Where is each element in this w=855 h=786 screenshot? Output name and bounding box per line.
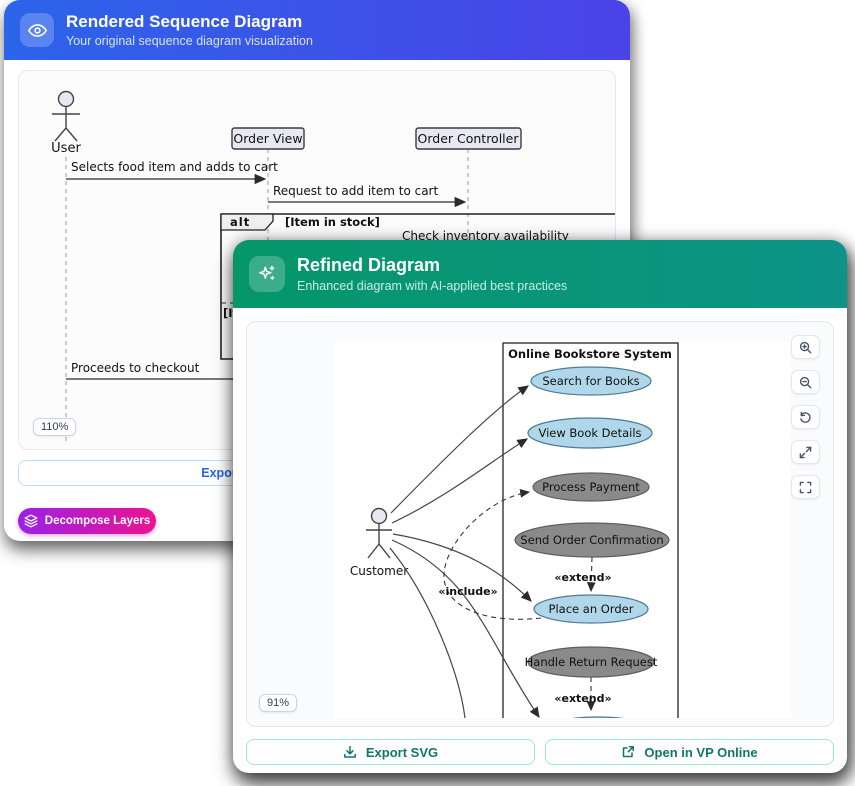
expand-icon <box>799 446 812 458</box>
refined-panel-body: Online Bookstore System Customer <box>233 308 847 765</box>
open-in-vp-online-label: Open in VP Online <box>644 744 758 760</box>
export-svg-label: Export SVG <box>365 744 439 760</box>
rendered-header-text: Rendered Sequence Diagram Your original … <box>66 12 313 48</box>
svg-text:Send Order Confirmation: Send Order Confirmation <box>520 533 663 547</box>
actor-customer-label: Customer <box>350 564 408 578</box>
usecase-process-payment: Process Payment <box>532 472 650 502</box>
eye-icon <box>20 13 54 47</box>
usecase-partial-bottom <box>544 716 652 726</box>
message-3-label: Check inventory availability <box>402 229 569 243</box>
external-link-icon <box>621 745 635 759</box>
zoom-in-icon <box>799 341 812 353</box>
refined-title: Refined Diagram <box>297 255 441 276</box>
usecase-diagram-area: Online Bookstore System Customer <box>334 341 791 726</box>
system-boundary <box>502 342 679 726</box>
stereotype-include: «include» <box>438 585 497 598</box>
stereotype-extend-1: «extend» <box>554 571 611 584</box>
svg-text:Process Payment: Process Payment <box>542 480 640 494</box>
actor-user-label: User <box>51 141 81 156</box>
sequence-diagram-svg: User Order View Order Controller Sel <box>51 90 615 441</box>
refined-subtitle: Enhanced diagram with AI-applied best pr… <box>297 278 568 293</box>
message-4-label: Proceeds to checkout <box>71 361 200 375</box>
refined-diagram-panel: Refined Diagram Enhanced diagram with AI… <box>233 240 847 773</box>
fullscreen-button[interactable] <box>791 475 820 499</box>
refined-panel-header: Refined Diagram Enhanced diagram with AI… <box>233 240 847 308</box>
expand-button[interactable] <box>791 440 820 464</box>
reset-view-button[interactable] <box>791 405 820 429</box>
usecase-handle-return-request: Handle Return Request <box>525 646 658 678</box>
usecase-view-book-details: View Book Details <box>527 417 653 449</box>
usecase-diagram-svg: Online Bookstore System Customer <box>350 342 679 726</box>
diagram-toolbar <box>791 335 820 499</box>
alt-operator: alt <box>230 215 250 229</box>
svg-text:Search for Books: Search for Books <box>542 374 639 388</box>
svg-text:Handle Return Request: Handle Return Request <box>525 655 658 669</box>
participant-order-controller: Order Controller <box>415 127 522 150</box>
open-in-vp-online-button[interactable]: Open in VP Online <box>545 739 834 765</box>
page-subtitle: Your original sequence diagram visualiza… <box>66 34 313 49</box>
zoom-level-badge: 110% <box>33 418 77 436</box>
zoom-in-button[interactable] <box>791 335 820 359</box>
rendered-panel-header: Rendered Sequence Diagram Your original … <box>4 0 630 60</box>
system-boundary-title: Online Bookstore System <box>508 347 672 361</box>
zoom-out-button[interactable] <box>791 370 820 394</box>
sparkles-icon <box>249 256 285 292</box>
page-title: Rendered Sequence Diagram <box>66 11 303 31</box>
refined-header-text: Refined Diagram Enhanced diagram with AI… <box>297 255 567 293</box>
participant-order-view: Order View <box>231 127 305 150</box>
zoom-out-icon <box>799 376 812 388</box>
usecase-search-for-books: Search for Books <box>530 366 652 396</box>
reset-icon <box>800 411 811 423</box>
svg-text:Order View: Order View <box>233 131 302 146</box>
decompose-layers-button[interactable]: Decompose Layers <box>18 508 156 534</box>
usecase-place-an-order: Place an Order <box>533 594 649 624</box>
usecase-diagram-canvas[interactable]: Online Bookstore System Customer <box>246 321 834 727</box>
actor-user <box>52 90 80 142</box>
stereotype-extend-2: «extend» <box>554 692 611 705</box>
svg-text:Order Controller: Order Controller <box>418 131 520 146</box>
svg-text:View Book Details: View Book Details <box>538 426 641 440</box>
message-1-label: Selects food item and adds to cart <box>71 160 278 174</box>
export-svg-button[interactable]: Export SVG <box>246 739 535 765</box>
layers-icon <box>24 514 38 528</box>
relation-lines <box>443 489 596 712</box>
refined-actions-row: Export SVG Open in VP Online <box>246 739 834 765</box>
zoom-level-badge: 91% <box>259 694 298 712</box>
svg-text:Place an Order: Place an Order <box>549 602 634 616</box>
decompose-layers-label: Decompose Layers <box>44 515 151 527</box>
usecase-send-order-confirmation: Send Order Confirmation <box>514 522 670 558</box>
download-icon <box>343 745 357 759</box>
fullscreen-icon <box>799 481 812 493</box>
message-2-label: Request to add item to cart <box>273 184 438 198</box>
association-lines <box>389 385 540 719</box>
actor-customer <box>366 507 392 559</box>
alt-guard: [Item in stock] <box>285 215 380 229</box>
